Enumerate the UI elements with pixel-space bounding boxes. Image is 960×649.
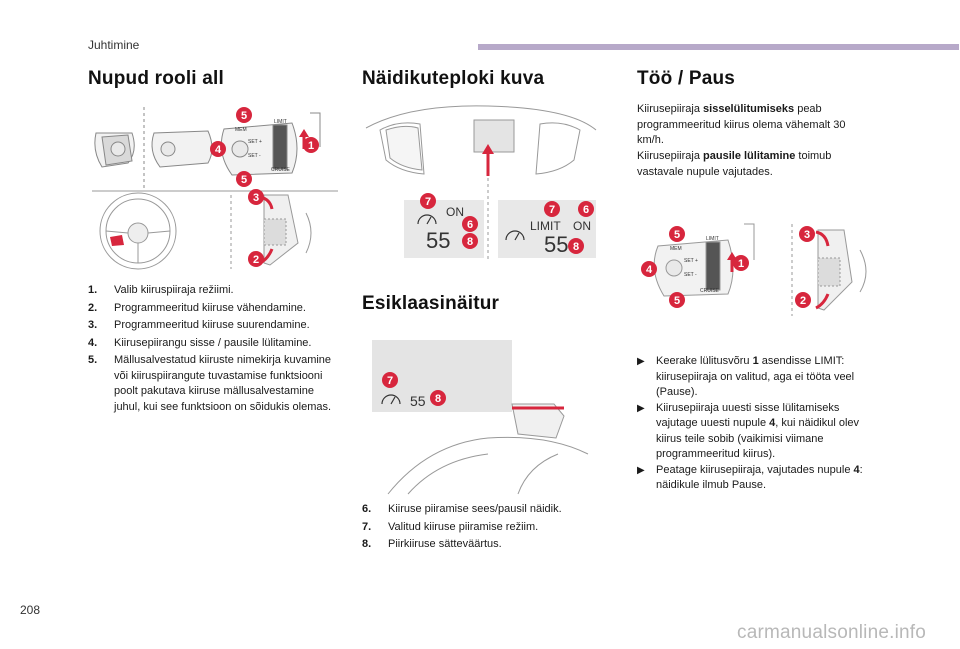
col1-title: Nupud rooli all [88,68,224,89]
stalk-label-mem-2: MEM [670,246,682,252]
page-number: 208 [20,603,41,617]
bullet-icon: ▶ [637,402,645,414]
svg-text:2: 2 [253,254,259,266]
badge-7-left: 7 [420,193,436,209]
badge-8-hud: 8 [430,390,446,406]
svg-text:8: 8 [573,241,579,253]
col3-paragraph-1: Kiirusepiiraja sisselülitumiseks peab pr… [637,103,846,146]
col2-title: Näidikuteploki kuva [362,68,545,89]
head-up-display-figure: 55 7 8 [368,334,590,498]
svg-text:7: 7 [549,204,555,216]
badge-1-top: 1 [303,137,319,153]
display-on-text-right: ON [573,219,591,233]
list-item: 6.Kiiruse piiramise sees/pausil näidik. [362,503,562,515]
stalk-label-cruise: CRUISE [271,167,291,173]
section-header: Juhtimine [88,38,140,52]
badge-1-op: 1 [733,255,749,271]
badge-7-right: 7 [544,201,560,217]
svg-text:5: 5 [241,174,247,186]
stalk-operation-figure: MEM SET + SET - CRUISE LIMIT 5 1 4 5 3 2 [640,220,875,320]
svg-text:2: 2 [800,295,806,307]
col2-section2-title: Esiklaasinäitur [362,293,500,314]
badge-3-op: 3 [799,226,815,242]
display-speed-left: 55 [426,228,450,253]
badge-3: 3 [248,189,264,205]
svg-text:6: 6 [583,204,589,216]
svg-text:6: 6 [467,219,473,231]
col1-list: 1.Valib kiiruspiiraja režiimi. 2.Program… [88,283,343,417]
badge-4-top: 4 [210,141,226,157]
badge-5-top: 5 [236,107,252,123]
display-on-text: ON [446,205,464,219]
bullet-icon: ▶ [637,356,645,367]
svg-text:5: 5 [674,229,680,241]
list-item: 5.Mällusalvestatud kiiruste nimekirja ku… [88,354,332,413]
col2-list: 6.Kiiruse piiramise sees/pausil näidik. … [362,502,602,555]
list-item: ▶Kiirusepiiraja uuesti sisse lülitamisek… [637,401,860,461]
display-speed-right: 55 [544,232,568,257]
watermark: carmanualsonline.info [737,622,927,643]
instrument-panel-figure: ON 55 LIMIT ON 55 7 6 8 7 6 8 [360,100,600,265]
svg-text:1: 1 [308,140,314,152]
svg-text:5: 5 [674,295,680,307]
badge-8-left: 8 [462,233,478,249]
list-item: 7.Valitud kiiruse piiramise režiim. [362,520,539,533]
svg-text:5: 5 [241,110,247,122]
col3-paragraph-2: Kiirusepiiraja pausile lülitamine toimub… [637,150,832,178]
badge-7-hud: 7 [382,372,398,388]
stalk-label-set-plus: SET + [248,139,262,145]
stalk-label-limit-2: LIMIT [706,236,719,242]
list-item: 8.Piirkiiruse sätteväärtus. [362,538,502,550]
badge-5-op-bottom: 5 [669,292,685,308]
svg-text:4: 4 [646,264,653,276]
bullet-icon: ▶ [637,464,645,476]
badge-5-op-top: 5 [669,226,685,242]
steering-controls-figure: MEM SET + SET - CRUISE LIMIT 5 1 4 [88,103,338,271]
stalk-label-set-plus-2: SET + [684,258,698,264]
stalk-label-cruise-2: CRUISE [700,288,720,294]
badge-6-left: 6 [462,216,478,232]
list-item: ▶Keerake lülitusvõru 1 asendisse LIMIT: … [637,355,855,398]
svg-text:3: 3 [253,192,259,204]
badge-8-right: 8 [568,238,584,254]
list-item: 3.Programmeeritud kiiruse suurendamine. [88,319,310,331]
badge-2-op: 2 [795,292,811,308]
svg-text:8: 8 [435,393,441,405]
badge-6-right: 6 [578,201,594,217]
badge-4-op: 4 [641,261,657,277]
svg-text:8: 8 [467,236,473,248]
badge-2: 2 [248,251,264,267]
svg-text:7: 7 [387,375,393,387]
stalk-label-mem: MEM [235,127,247,133]
header-accent-bar [478,44,959,50]
badge-5-bottom: 5 [236,171,252,187]
svg-text:3: 3 [804,229,810,241]
list-item: ▶Peatage kiirusepiiraja, vajutades nupul… [637,463,863,492]
stalk-label-set-minus-2: SET - [684,272,697,278]
hud-speed: 55 [410,393,426,409]
list-item: 2.Programmeeritud kiiruse vähendamine. [88,301,306,314]
list-item: 4.Kiirusepiirangu sisse / pausile lülita… [88,336,312,349]
col3-bullets: ▶Keerake lülitusvõru 1 asendisse LIMIT: … [637,354,877,494]
svg-text:1: 1 [738,258,744,270]
stalk-label-set-minus: SET - [248,153,261,159]
stalk-label-limit: LIMIT [274,119,287,125]
svg-text:4: 4 [215,144,222,156]
col3-title: Töö / Paus [637,68,736,89]
svg-text:7: 7 [425,196,431,208]
list-item: 1.Valib kiiruspiiraja režiimi. [88,284,234,296]
display-limit-text: LIMIT [530,219,561,233]
